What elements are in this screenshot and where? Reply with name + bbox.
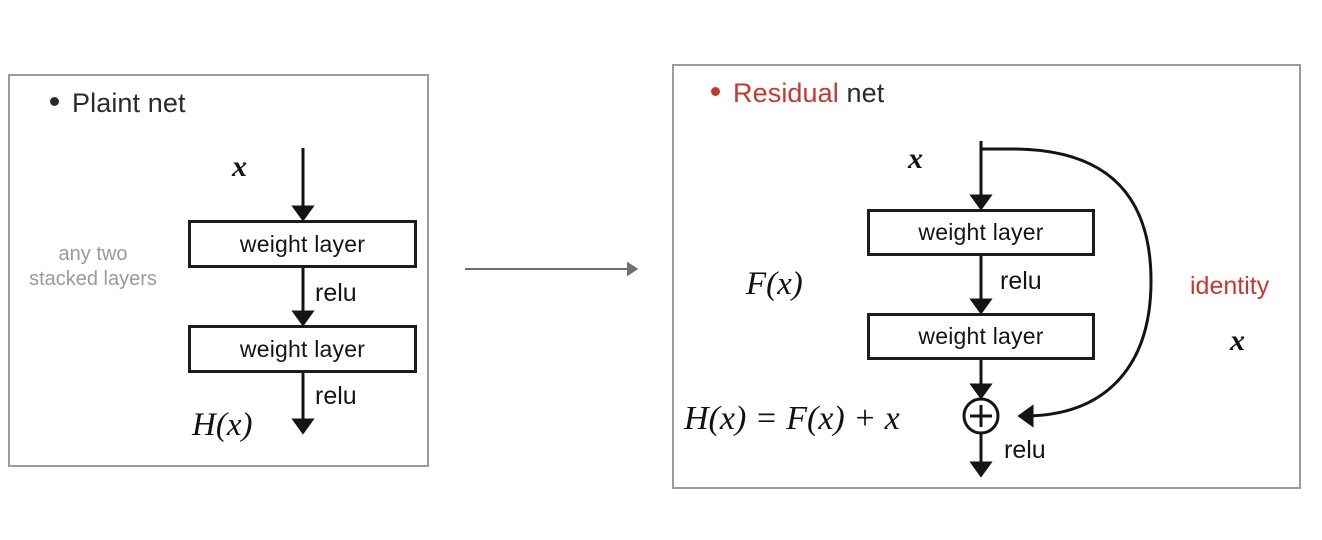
plain-net-panel: Plaint net any two stacked layers x weig… [8,74,429,467]
residual-net-title-word-1: Residual [733,78,839,108]
plain-net-input-label: x [232,150,247,183]
residual-net-weight-layer-2-label: weight layer [918,323,1044,349]
residual-net-function-label: F(x) [746,266,803,302]
plain-net-title-word-1: Plaint [72,88,141,118]
residual-net-equation: H(x) = F(x) + x [684,400,900,437]
residual-net-weight-layer-1: weight layer [867,209,1095,256]
plain-net-weight-layer-2-label: weight layer [239,335,366,362]
transition-arrow-icon [465,261,639,277]
plain-net-side-note-line-2: stacked layers [29,268,157,290]
plain-net-relu-1-label: relu [315,279,357,307]
plain-net-output-label: H(x) [192,407,253,443]
residual-sum-node [962,397,1000,435]
plain-net-side-note-line-1: any two [58,243,128,265]
plain-net-side-note: any two stacked layers [18,242,168,292]
residual-net-relu-2-label: relu [1004,436,1046,464]
plain-net-weight-layer-1-label: weight layer [239,230,366,257]
residual-net-weight-layer-1-label: weight layer [918,219,1044,245]
bullet-icon [711,87,720,97]
residual-net-skip-label: identity [1190,272,1270,300]
residual-net-title: Residual net [711,78,884,109]
plain-net-weight-layer-2: weight layer [188,325,417,373]
residual-net-weight-layer-2: weight layer [867,313,1095,360]
residual-net-panel: Residual net x F(x) weight layer weight … [672,64,1301,489]
residual-net-title-word-2: net [846,78,885,108]
plain-net-title-word-2: net [147,88,186,118]
residual-net-skip-var: x [1230,324,1245,357]
plain-net-title: Plaint net [50,88,186,119]
plain-net-weight-layer-1: weight layer [188,220,417,268]
residual-net-input-label: x [908,142,923,175]
bullet-icon [50,97,59,107]
residual-net-relu-1-label: relu [1000,267,1042,295]
plain-net-relu-2-label: relu [315,382,357,410]
